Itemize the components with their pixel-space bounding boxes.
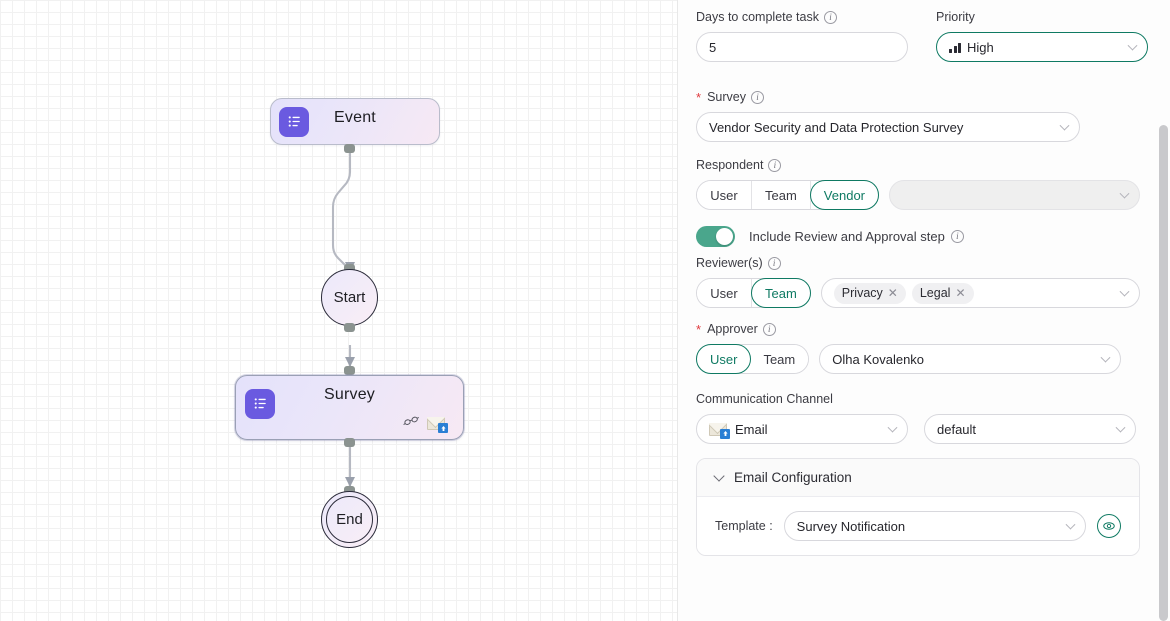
days-to-complete-field: Days to complete task i 5 — [696, 10, 908, 62]
approver-select[interactable]: Olha Kovalenko — [819, 344, 1122, 374]
node-handle-survey-bottom[interactable] — [344, 438, 355, 447]
email-configuration-card: Email Configuration Template : Survey No… — [696, 458, 1140, 556]
communication-channel-label: Communication Channel — [696, 392, 833, 406]
node-handle-survey-top[interactable] — [344, 366, 355, 375]
info-icon[interactable]: i — [750, 91, 764, 104]
include-review-toggle[interactable] — [696, 226, 735, 247]
survey-value: Vendor Security and Data Protection Surv… — [709, 119, 964, 135]
panel-scrollbar-thumb[interactable] — [1159, 125, 1168, 621]
flow-node-event[interactable]: Event — [270, 98, 440, 145]
respondent-option-team[interactable]: Team — [752, 181, 811, 209]
include-review-label: Include Review and Approval step i — [749, 229, 964, 244]
flow-node-label: Survey — [324, 386, 375, 403]
reviewers-label: Reviewer(s) i — [696, 256, 1140, 271]
info-icon[interactable]: i — [767, 257, 781, 270]
days-to-complete-label: Days to complete task i — [696, 10, 908, 25]
email-configuration-header[interactable]: Email Configuration — [697, 459, 1139, 497]
tag-remove-icon[interactable]: ✕ — [955, 286, 966, 300]
info-icon[interactable]: i — [950, 230, 964, 243]
days-to-complete-value: 5 — [709, 39, 717, 55]
email-icon — [427, 417, 448, 433]
chevron-down-icon — [1115, 422, 1126, 433]
toggle-knob — [716, 228, 733, 245]
node-handle-event-bottom[interactable] — [344, 144, 355, 153]
task-config-panel: Days to complete task i 5 Priority — [678, 0, 1170, 621]
flow-node-label: End — [336, 511, 363, 528]
flow-node-end[interactable]: End — [321, 491, 378, 548]
list-icon — [279, 106, 309, 137]
flow-node-label: Event — [334, 109, 376, 126]
approver-option-team[interactable]: Team — [750, 345, 809, 373]
survey-field: * Survey i Vendor Security and Data Prot… — [696, 90, 1140, 142]
days-to-complete-input[interactable]: 5 — [696, 32, 908, 62]
chevron-down-icon — [1127, 40, 1138, 51]
required-marker: * — [696, 90, 702, 105]
priority-value: High — [967, 39, 994, 55]
info-icon[interactable]: i — [762, 323, 776, 336]
survey-select[interactable]: Vendor Security and Data Protection Surv… — [696, 112, 1080, 142]
chevron-down-icon — [887, 422, 898, 433]
reviewers-select[interactable]: Privacy ✕ Legal ✕ — [820, 278, 1140, 308]
info-icon[interactable]: i — [823, 11, 837, 24]
email-configuration-title: Email Configuration — [734, 470, 852, 485]
chevron-down-icon — [1119, 286, 1130, 297]
approver-label: * Approver i — [696, 322, 1140, 337]
email-icon — [709, 422, 730, 439]
chevron-down-icon — [1059, 120, 1070, 131]
reviewer-option-user[interactable]: User — [697, 279, 752, 307]
reviewer-option-team[interactable]: Team — [751, 278, 811, 308]
priority-select[interactable]: High — [936, 32, 1148, 62]
node-handle-end-top[interactable] — [344, 486, 355, 495]
info-icon[interactable]: i — [768, 159, 782, 172]
reviewer-tags: Privacy ✕ Legal ✕ — [833, 282, 974, 304]
respondent-field: Respondent i User Team Vendor — [696, 158, 1140, 210]
respondent-option-vendor[interactable]: Vendor — [809, 180, 879, 210]
template-select[interactable]: Survey Notification — [783, 511, 1086, 541]
tag-remove-icon[interactable]: ✕ — [887, 286, 898, 300]
chevron-down-icon — [713, 469, 725, 482]
list-icon — [245, 388, 275, 419]
approver-value: Olha Kovalenko — [832, 351, 925, 367]
include-review-row: Include Review and Approval step i — [696, 226, 1140, 247]
communication-channel-select[interactable]: Email — [696, 414, 908, 444]
node-handle-start-top[interactable] — [344, 264, 355, 273]
respondent-label: Respondent i — [696, 158, 1140, 173]
approver-option-user[interactable]: User — [696, 344, 752, 374]
reviewer-type-segmented: User Team — [696, 278, 811, 308]
eye-icon — [1102, 522, 1115, 530]
glasses-icon — [403, 414, 421, 433]
approver-field: * Approver i User Team Olha Kovalenko — [696, 322, 1140, 374]
respondent-type-segmented: User Team Vendor — [696, 180, 879, 210]
reviewers-field: Reviewer(s) i User Team Privacy ✕ — [696, 256, 1140, 308]
flow-node-start[interactable]: Start — [321, 269, 378, 326]
flow-node-badges — [403, 414, 453, 433]
approver-type-segmented: User Team — [696, 344, 810, 374]
respondent-option-user[interactable]: User — [697, 181, 752, 209]
survey-label: * Survey i — [696, 90, 1140, 105]
communication-variant-value: default — [937, 421, 977, 437]
canvas-panel-divider — [677, 0, 678, 621]
communication-channel-value: Email — [735, 421, 768, 437]
email-configuration-body: Template : Survey Notification — [697, 497, 1139, 555]
tag-privacy: Privacy ✕ — [833, 282, 906, 304]
priority-label: Priority — [936, 10, 975, 24]
flow-canvas[interactable]: Event Start Survey — [0, 0, 678, 621]
panel-scrollbar[interactable] — [1159, 0, 1168, 621]
chevron-down-icon — [1065, 519, 1076, 530]
required-marker: * — [696, 322, 702, 337]
communication-channel-field: Communication Channel Email — [696, 392, 1140, 444]
respondent-value-select[interactable] — [889, 180, 1140, 210]
bar-chart-icon — [949, 42, 961, 53]
chevron-down-icon — [1119, 188, 1130, 199]
priority-field: Priority High — [936, 10, 1148, 62]
template-value: Survey Notification — [796, 518, 906, 534]
flow-node-survey[interactable]: Survey — [235, 375, 464, 440]
template-preview-button[interactable] — [1096, 514, 1121, 538]
communication-variant-select[interactable]: default — [924, 414, 1136, 444]
template-label: Template : — [715, 519, 773, 533]
tag-legal: Legal ✕ — [911, 282, 974, 304]
flow-node-label: Start — [333, 289, 366, 306]
node-handle-start-bottom[interactable] — [344, 323, 355, 332]
chevron-down-icon — [1100, 352, 1111, 363]
